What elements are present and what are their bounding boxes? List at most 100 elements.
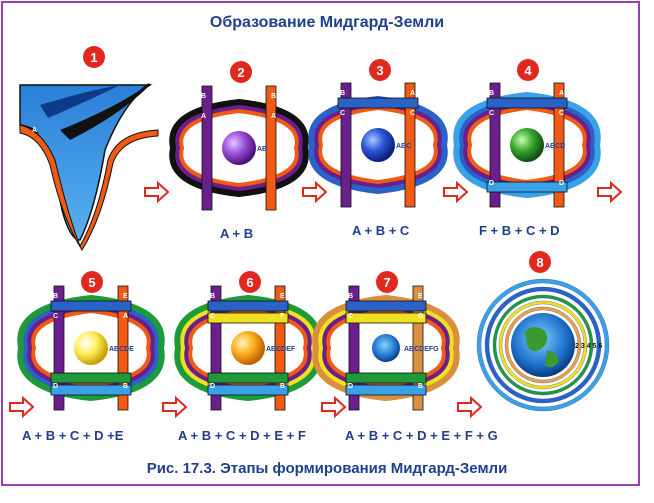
band-2 [345, 372, 427, 384]
stage-4-label-1: C [489, 110, 494, 117]
center-sphere [372, 334, 400, 362]
center-sphere [510, 128, 544, 162]
badge-circle [83, 46, 105, 68]
stage-7-label-2: G [418, 313, 424, 320]
badge-number: 4 [524, 63, 532, 78]
stage-5-label-3: E [123, 293, 128, 300]
badge-number: 6 [246, 275, 253, 290]
stage-4-label-3: A [559, 90, 564, 97]
stage-8-ring-numbers: 2 3 4 5 6 [575, 343, 602, 350]
band-3 [207, 384, 289, 396]
badge-number: 8 [536, 255, 543, 270]
stage-6-label-0: B [210, 293, 215, 300]
stage-8-badge: 8 [529, 251, 551, 273]
strip-0 [201, 85, 213, 211]
stage-5-label-5: B [123, 383, 128, 390]
stage-6-label-5: B [280, 383, 285, 390]
stage-1-label: A [32, 127, 37, 134]
figure-caption: Рис. 17.3. Этапы формирования Мидгард-Зе… [146, 460, 508, 477]
strip-0 [489, 82, 501, 208]
center-sphere [361, 128, 395, 162]
continent-2 [545, 351, 559, 368]
stage-7-formula: A + B + C + D + E + F + G [345, 428, 498, 443]
figure-title: Образование Мидгард-Земли [209, 14, 445, 31]
stage-arrow-1 [144, 180, 170, 204]
stage-3-label-1: C [340, 110, 345, 117]
strip-0 [348, 285, 360, 411]
band-0 [207, 300, 289, 312]
stage-arrow-7 [321, 395, 347, 419]
stage-3-label-2: C [410, 110, 415, 117]
stage-7-label-1: C [348, 313, 353, 320]
stage-4-label-0: B [489, 90, 494, 97]
stage-2-label-3: B [271, 93, 276, 100]
stage-5-label-4: D [53, 383, 58, 390]
funnel-body [19, 84, 153, 241]
band-0 [337, 97, 419, 109]
band-2 [50, 384, 132, 396]
band-3 [345, 384, 427, 396]
stage-5-label-1: C [53, 313, 58, 320]
stage-7-badge: 7 [376, 271, 398, 293]
band-0 [486, 97, 568, 109]
band-1 [207, 312, 289, 324]
badge-number: 5 [88, 275, 95, 290]
center-sphere [222, 131, 256, 165]
strip-1 [274, 285, 286, 411]
stage-3-badge: 3 [369, 59, 391, 81]
funnel-orange-band [19, 124, 159, 251]
stage-5-formula: A + B + C + D +E [22, 428, 124, 443]
badge-number: 2 [237, 65, 244, 80]
badge-circle [239, 271, 261, 293]
stage-2-formula: A + B [220, 226, 254, 241]
border-frame [1, 1, 640, 486]
stage-4-label-2: C [559, 110, 564, 117]
stage-2-label-2: A [271, 113, 276, 120]
stage-3-formula: A + B + C [352, 223, 410, 238]
badge-circle [517, 59, 539, 81]
stage-arrow-8 [457, 395, 483, 419]
band-2 [207, 372, 289, 384]
stage-4-formula: F + B + C + D [479, 223, 560, 238]
funnel-dark-swirl [60, 83, 150, 140]
stage-8-earth: 2 3 4 5 6 [476, 278, 610, 412]
stage-5-center-label: ABCDE [109, 346, 134, 353]
badge-number: 1 [90, 50, 97, 65]
strip-1 [412, 285, 424, 411]
continent-1 [525, 327, 548, 352]
stage-6-label-1: C [210, 313, 215, 320]
stage-2-label-1: A [201, 113, 206, 120]
badge-number: 3 [376, 63, 383, 78]
stage-arrow-4 [597, 180, 623, 204]
stage-arrow-5 [9, 395, 35, 419]
funnel-swirl [40, 85, 120, 118]
stage-3-center-label: ABC [396, 143, 411, 150]
stage-6-formula: A + B + C + D + E + F [178, 428, 306, 443]
badge-circle [369, 59, 391, 81]
strip-0 [210, 285, 222, 411]
stage-6-badge: 6 [239, 271, 261, 293]
stage-arrow-3 [443, 180, 469, 204]
center-sphere [231, 331, 265, 365]
stage-3-label-3: A [410, 90, 415, 97]
stage-7-label-4: D [348, 383, 353, 390]
stage-6-label-3: E [280, 293, 285, 300]
strip-1 [265, 85, 277, 211]
stage-7-center-label: ABCDEFG [404, 346, 439, 353]
stage-arrow-6 [162, 395, 188, 419]
strip-1 [553, 82, 565, 208]
stage-2-badge: 2 [230, 61, 252, 83]
stage-2-center-label: AB [257, 146, 267, 153]
center-sphere [74, 331, 108, 365]
stage-5-label-2: A [123, 313, 128, 320]
stage-4-label-5: D [559, 180, 564, 187]
band-1 [50, 372, 132, 384]
strip-0 [340, 82, 352, 208]
stage-4-center-label: ABCD [545, 143, 565, 150]
